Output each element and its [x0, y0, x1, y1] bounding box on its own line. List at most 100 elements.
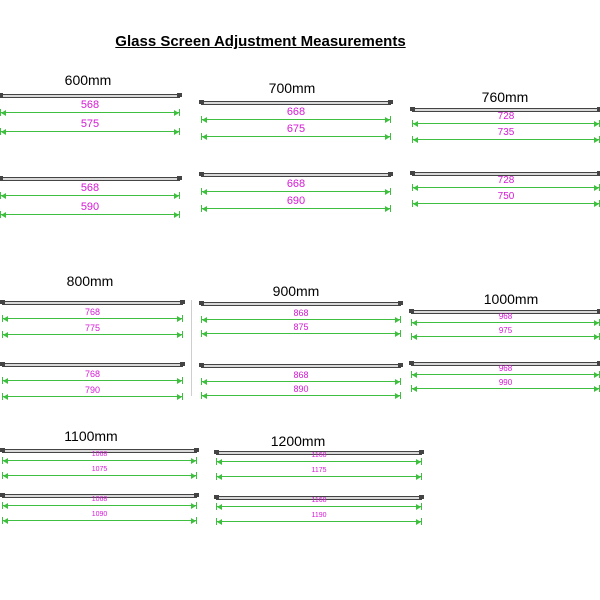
arrow-right-icon: [385, 206, 390, 212]
size-label: 760mm: [481, 89, 529, 105]
bar-end-right: [194, 448, 199, 452]
arrow-right-icon: [594, 185, 599, 191]
dimension-outer: 1090: [2, 511, 197, 524]
bar-end-left: [0, 448, 5, 452]
glass-panel-bar: [409, 309, 600, 314]
arrow-right-icon: [594, 320, 599, 326]
dimension-inner: 1068: [2, 451, 197, 464]
arrow-left-icon: [413, 185, 418, 191]
arrow-right-icon: [395, 331, 400, 337]
arrow-left-icon: [217, 459, 222, 465]
glass-panel-bar: [410, 171, 600, 176]
arrow-left-icon: [3, 316, 8, 322]
arrow-left-icon: [202, 117, 207, 123]
dimension-outer-value: 890: [293, 384, 309, 394]
dimension-outer-value: 790: [84, 385, 101, 395]
arrow-right-icon: [385, 117, 390, 123]
glass-panel-bar: [0, 493, 199, 498]
dimension-outer-value: 750: [497, 191, 515, 202]
arrow-right-icon: [174, 129, 179, 135]
arrow-left-icon: [202, 317, 207, 323]
dimension-outer-value: 1175: [311, 467, 327, 474]
dimension-outer: 775: [2, 323, 183, 338]
dimension-outer-value: 1075: [91, 466, 108, 473]
arrow-left-icon: [1, 110, 6, 116]
dimension-outer: 590: [0, 201, 180, 218]
dimension-outer: 890: [201, 384, 401, 399]
glass-panel-bar: [0, 362, 185, 367]
arrow-left-icon: [1, 129, 6, 135]
dimension-inner-value: 1168: [311, 452, 327, 459]
bar-end-right: [597, 171, 600, 175]
dimension-inner-value: 728: [497, 111, 515, 122]
arrow-left-icon: [202, 206, 207, 212]
arrow-right-icon: [174, 110, 179, 116]
arrow-right-icon: [177, 378, 182, 384]
dimension-inner-value: 768: [84, 307, 101, 317]
dimension-inner: 568: [0, 99, 180, 116]
size-label: 900mm: [272, 283, 320, 299]
dimension-inner: 768: [2, 307, 183, 322]
dimension-outer-value: 575: [80, 118, 100, 130]
column-separator: [191, 300, 192, 396]
dimension-inner-value: 868: [293, 370, 309, 380]
arrow-left-icon: [412, 386, 417, 392]
bar-end-left: [409, 309, 414, 313]
dimension-inner-value: 668: [286, 106, 306, 118]
dimension-outer: 690: [201, 195, 391, 212]
size-label: 1200mm: [270, 433, 326, 449]
arrow-right-icon: [174, 212, 179, 218]
arrow-left-icon: [202, 379, 207, 385]
dimension-inner-value: 568: [80, 99, 100, 111]
glass-panel-bar: [0, 176, 182, 181]
dimension-outer: 875: [201, 322, 401, 337]
glass-panel-bar: [199, 100, 393, 105]
arrow-left-icon: [217, 474, 222, 480]
dimension-inner: 668: [201, 106, 391, 123]
dimension-outer: 750: [412, 191, 600, 207]
dimension-inner: 968: [411, 312, 600, 326]
bar-end-left: [0, 493, 5, 497]
bar-end-right: [388, 100, 393, 104]
bar-end-right: [177, 176, 182, 180]
arrow-right-icon: [416, 474, 421, 480]
size-label: 700mm: [268, 80, 316, 96]
arrow-right-icon: [191, 518, 196, 524]
dimension-outer-value: 975: [498, 326, 513, 335]
dimension-outer-value: 735: [497, 127, 515, 138]
bar-end-left: [0, 93, 3, 97]
dimension-inner-value: 568: [80, 182, 100, 194]
bar-end-right: [180, 362, 185, 366]
bar-end-left: [409, 361, 414, 365]
arrow-right-icon: [191, 503, 196, 509]
dimension-inner: 728: [412, 111, 600, 127]
dimension-outer-value: 1190: [311, 512, 327, 519]
glass-panel-bar: [214, 450, 424, 455]
arrow-right-icon: [416, 504, 421, 510]
dimension-outer-value: 1090: [91, 511, 108, 518]
dimension-inner: 568: [0, 182, 180, 199]
dimension-inner: 1168: [216, 497, 422, 510]
dimension-inner-value: 868: [293, 308, 309, 318]
arrow-right-icon: [594, 137, 599, 143]
arrow-right-icon: [191, 458, 196, 464]
arrow-left-icon: [217, 519, 222, 525]
glass-panel-bar: [214, 495, 424, 500]
bar-end-left: [199, 301, 204, 305]
arrow-left-icon: [412, 372, 417, 378]
dimension-outer: 1175: [216, 467, 422, 480]
dimension-outer-value: 990: [498, 378, 513, 387]
dimension-outer: 990: [411, 378, 600, 392]
arrow-left-icon: [412, 334, 417, 340]
size-label: 1100mm: [64, 428, 118, 444]
bar-end-left: [214, 450, 219, 454]
dimension-inner-value: 1168: [311, 497, 327, 504]
arrow-left-icon: [412, 320, 417, 326]
arrow-left-icon: [3, 518, 8, 524]
dimension-outer: 735: [412, 127, 600, 143]
dimension-outer-value: 690: [286, 195, 306, 207]
dimension-outer: 1190: [216, 512, 422, 525]
dimension-outer: 790: [2, 385, 183, 400]
arrow-right-icon: [594, 334, 599, 340]
bar-end-right: [398, 301, 403, 305]
